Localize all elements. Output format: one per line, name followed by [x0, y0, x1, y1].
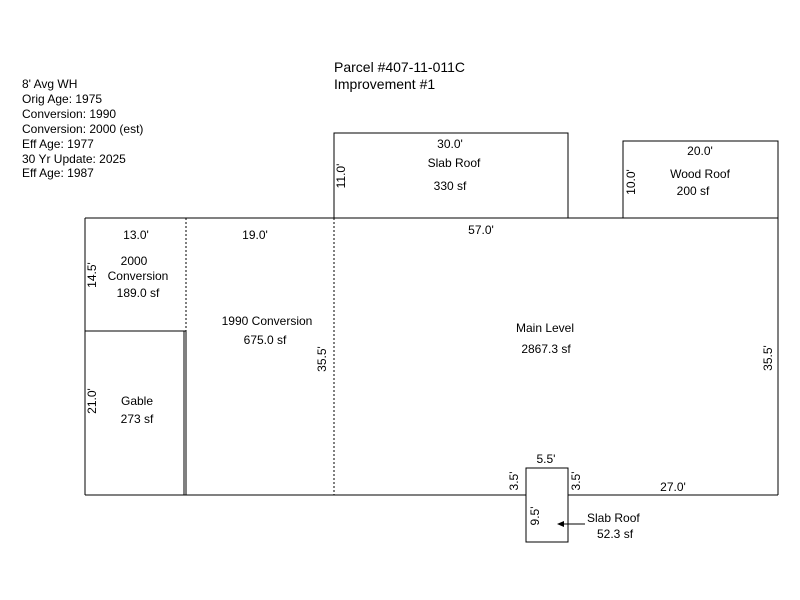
main-level-area: 57.0' Main Level 2867.3 sf 35.5' 27.0' — [468, 223, 775, 494]
info-line: 30 Yr Update: 2025 — [22, 152, 126, 166]
parcel-title: Parcel #407-11-011C — [334, 59, 465, 75]
gable-name: Gable — [121, 394, 153, 408]
gable-height: 21.0' — [85, 388, 99, 414]
conversion-1990-area: 19.0' 1990 Conversion 675.0 sf 35.5' — [222, 228, 329, 372]
info-block: 8' Avg WH Orig Age: 1975 Conversion: 199… — [22, 77, 143, 180]
slab-roof-top-area: 30.0' Slab Roof 330 sf 11.0' — [333, 132, 569, 219]
gable-area: Gable 273 sf 21.0' — [85, 388, 154, 426]
slab-roof-top-width: 30.0' — [437, 137, 463, 151]
main-level-name: Main Level — [516, 321, 574, 335]
conversion-2000-name-2: Conversion — [108, 269, 169, 283]
slab-roof-top-height: 11.0' — [334, 164, 348, 189]
main-level-height: 35.5' — [761, 345, 775, 371]
slab-roof-bottom-outline — [525, 467, 569, 543]
conversion-1990-width: 19.0' — [242, 228, 268, 242]
conversion-2000-height: 14.5' — [85, 262, 99, 288]
gable-area-value: 273 sf — [121, 412, 154, 426]
wood-roof-width: 20.0' — [687, 144, 713, 158]
conversion-2000-width: 13.0' — [123, 228, 149, 242]
slab-roof-bottom-width: 5.5' — [537, 452, 556, 466]
main-structure — [84, 217, 779, 496]
info-line: Eff Age: 1987 — [22, 166, 94, 180]
slab-roof-bottom-side-right: 3.5' — [569, 472, 583, 491]
wood-roof-area-value: 200 sf — [677, 184, 710, 198]
slab-roof-top-area-value: 330 sf — [434, 179, 467, 193]
wood-roof-area: 20.0' Wood Roof 200 sf 10.0' — [622, 140, 779, 219]
conversion-1990-area-value: 675.0 sf — [244, 333, 287, 347]
conversion-2000-area: 13.0' 2000 Conversion 189.0 sf 14.5' — [85, 228, 168, 300]
info-line: Conversion: 1990 — [22, 107, 116, 121]
arrow-left-icon — [557, 521, 564, 527]
conversion-2000-area-value: 189.0 sf — [117, 286, 160, 300]
wood-roof-height: 10.0' — [624, 169, 638, 195]
main-level-width: 57.0' — [468, 223, 494, 237]
wood-roof-name: Wood Roof — [670, 167, 730, 181]
conversion-1990-height: 35.5' — [315, 346, 329, 372]
improvement-label: Improvement #1 — [334, 76, 435, 92]
conversion-2000-name-1: 2000 — [121, 254, 148, 268]
conversion-1990-name: 1990 Conversion — [222, 314, 313, 328]
slab-roof-top-name: Slab Roof — [428, 156, 481, 170]
slab-roof-bottom-height: 9.5' — [528, 507, 542, 526]
main-level-bottom-width: 27.0' — [660, 480, 686, 494]
info-line: Conversion: 2000 (est) — [22, 122, 143, 136]
slab-roof-bottom-side-left: 3.5' — [507, 472, 521, 491]
info-line: 8' Avg WH — [22, 77, 77, 91]
slab-roof-bottom-name: Slab Roof — [587, 511, 640, 525]
info-line: Orig Age: 1975 — [22, 92, 102, 106]
main-level-area-value: 2867.3 sf — [521, 342, 571, 356]
slab-roof-bottom-area-value: 52.3 sf — [597, 527, 634, 541]
info-line: Eff Age: 1977 — [22, 137, 94, 151]
slab-roof-bottom-area: 5.5' 3.5' 3.5' 9.5' Slab Roof 52.3 sf — [507, 452, 640, 543]
